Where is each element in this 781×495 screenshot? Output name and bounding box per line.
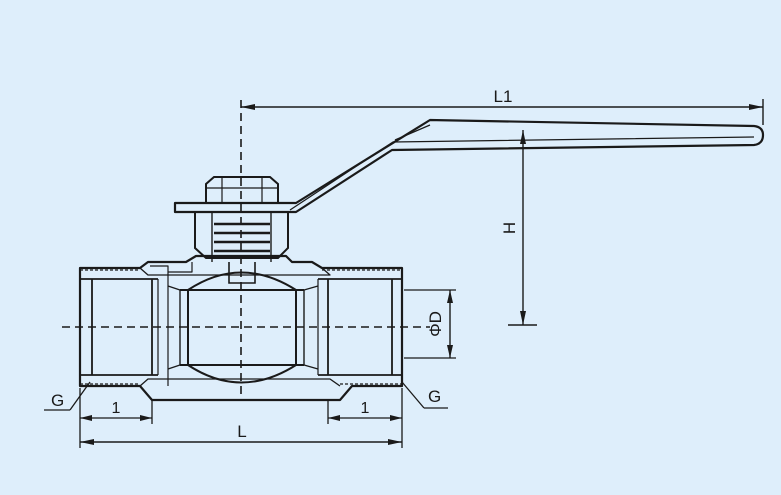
valve-handle bbox=[173, 118, 765, 214]
dimension-phi-d: ΦD bbox=[404, 289, 456, 359]
dimension-l1: L1 bbox=[241, 87, 764, 125]
dimension-l1-label: L1 bbox=[494, 87, 513, 106]
valve-body bbox=[78, 254, 404, 402]
valve-bonnet bbox=[194, 212, 289, 284]
dimension-thread-left: 1 bbox=[79, 388, 153, 448]
thread-length-right-label: 1 bbox=[361, 400, 370, 417]
dimension-l: L bbox=[80, 422, 402, 445]
thread-callout-right: G bbox=[401, 381, 448, 409]
left-threaded-port bbox=[80, 269, 159, 385]
thread-right-label: G bbox=[428, 387, 441, 406]
right-threaded-port bbox=[317, 269, 402, 385]
valve-ball bbox=[167, 271, 319, 384]
dimension-h-label: H bbox=[500, 222, 519, 234]
thread-left-label: G bbox=[51, 391, 64, 410]
thread-length-left-label: 1 bbox=[112, 400, 121, 417]
dimension-thread-right: 1 bbox=[327, 388, 403, 448]
stem-nut bbox=[205, 176, 279, 203]
dimension-l-label: L bbox=[237, 422, 246, 441]
dimension-h: H bbox=[500, 130, 537, 326]
dimension-phi-d-label: ΦD bbox=[426, 311, 445, 337]
